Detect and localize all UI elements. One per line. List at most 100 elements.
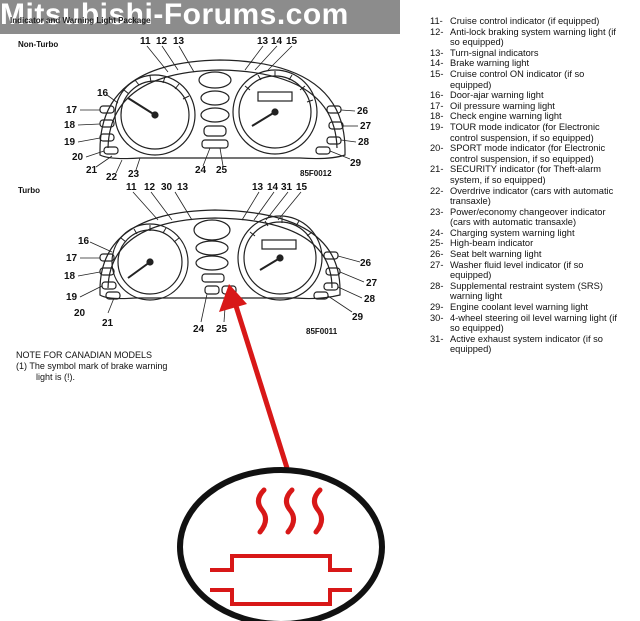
legend-number: 24-: [430, 227, 444, 238]
legend-item: 12- Anti-lock braking system warning ligh…: [430, 27, 625, 48]
callout-nt-25: 25: [216, 165, 228, 176]
legend-item: 18-Check engine warning light: [430, 111, 625, 122]
callout-nt-15: 15: [286, 36, 298, 47]
legend-text: Washer fluid level indicator (if so equi…: [450, 259, 584, 281]
legend-item: 24-Charging system warning light: [430, 228, 625, 239]
legend-text: High-beam indicator: [450, 238, 534, 249]
legend-number: 20-: [430, 143, 444, 154]
legend-number: 27-: [430, 259, 444, 270]
legend-number: 14-: [430, 58, 444, 69]
callout-nt-23: 23: [128, 169, 140, 180]
legend-number: 25-: [430, 238, 444, 249]
legend-number: 19-: [430, 121, 444, 132]
callout-t-29: 29: [352, 312, 364, 323]
callout-t-20: 20: [74, 308, 86, 319]
legend-number: 30-: [430, 312, 444, 323]
legend-item: 16- Door-ajar warning light: [430, 90, 625, 101]
callout-t-16: 16: [78, 236, 90, 247]
callout-t-21: 21: [102, 318, 114, 329]
callout-nt-16: 16: [97, 88, 109, 99]
section-title: Indicator and Warning Light Package: [10, 16, 151, 25]
turbo-cluster: [99, 209, 341, 301]
callout-t-30: 30: [161, 182, 173, 193]
legend-text: SPORT mode indicator (for Electronic con…: [450, 143, 606, 164]
non-turbo-label: Non-Turbo: [18, 40, 59, 49]
legend-text: SECURITY indicator (for Theft-alarm syst…: [450, 164, 602, 185]
legend-text: Check engine warning light: [450, 111, 562, 122]
callout-nt-13a: 13: [173, 36, 185, 47]
leader-lines: [77, 45, 365, 323]
legend-number: 16-: [430, 90, 444, 101]
legend-item: 11-Cruise control indicator (if equipped…: [430, 16, 625, 27]
callout-t-26: 26: [360, 258, 372, 269]
callout-nt-24: 24: [195, 165, 207, 176]
watermark-text: Mitsubishi-Forums.com: [0, 0, 349, 31]
callout-nt-17: 17: [66, 105, 78, 116]
turbo-callouts: 11 12 30 13 13 14 31 15 16 17 18 19 20 2…: [64, 182, 378, 336]
callout-t-13a: 13: [177, 182, 189, 193]
legend-item: 22-Overdrive indicator (cars with automa…: [430, 186, 625, 207]
note-line-2: light is (!).: [36, 372, 76, 382]
callout-nt-22: 22: [106, 172, 118, 183]
legend-item: 14-Brake warning light: [430, 58, 625, 69]
callout-t-12: 12: [144, 182, 156, 193]
legend-text: Supplemental restraint system (SRS) warn…: [450, 280, 603, 302]
callout-t-19: 19: [66, 292, 78, 303]
callout-nt-26: 26: [357, 106, 369, 117]
callout-nt-13b: 13: [257, 36, 269, 47]
active-exhaust-icon: [177, 467, 385, 621]
callout-t-27: 27: [366, 278, 378, 289]
callout-t-14: 14: [267, 182, 279, 193]
legend-number: 26-: [430, 249, 444, 260]
callout-nt-28: 28: [358, 137, 370, 148]
legend-item: 31-Active exhaust system indicator (if s…: [430, 334, 625, 355]
callout-t-15: 15: [296, 182, 308, 193]
callout-nt-11: 11: [140, 36, 151, 47]
note-line-1: (1) The symbol mark of brake warning: [16, 361, 168, 371]
legend-item: 26- Seat belt warning light: [430, 249, 625, 260]
legend-number: 31-: [430, 333, 444, 344]
legend-number: 29-: [430, 302, 444, 313]
legend-number: 28-: [430, 280, 444, 291]
legend-text: 4-wheel steering oil level warning light…: [450, 312, 617, 334]
legend-item: 27- Washer fluid level indicator (if so e…: [430, 260, 625, 281]
callout-t-17: 17: [66, 253, 78, 264]
legend-text: Turn-signal indicators: [450, 47, 539, 58]
legend-item: 21-SECURITY indicator (for Theft-alarm s…: [430, 164, 625, 185]
legend-item: 17- Oil pressure warning light: [430, 101, 625, 112]
callout-nt-12: 12: [156, 36, 168, 47]
note-title: NOTE FOR CANADIAN MODELS: [16, 350, 153, 360]
legend-item: 19- TOUR mode indicator (for Electronic c…: [430, 122, 625, 143]
callout-t-28: 28: [364, 294, 376, 305]
legend-text: TOUR mode indicator (for Electronic cont…: [450, 121, 600, 143]
legend-number: 12-: [430, 26, 444, 37]
legend-number: 17-: [430, 100, 444, 111]
turbo-code: 85F0011: [306, 327, 338, 336]
turbo-label: Turbo: [18, 186, 41, 195]
legend-item: 28- Supplemental restraint system (SRS) w…: [430, 281, 625, 302]
non-turbo-code: 85F0012: [300, 169, 332, 178]
legend-text: Cruise control indicator (if equipped): [450, 16, 600, 26]
legend-number: 23-: [430, 206, 444, 217]
legend-number: 13-: [430, 47, 444, 58]
callout-nt-29: 29: [350, 158, 362, 169]
legend-item: 23- Power/economy changeover indicator (c…: [430, 207, 625, 228]
callout-nt-21: 21: [86, 165, 98, 176]
legend-text: Engine coolant level warning light: [450, 302, 588, 313]
legend-text: Seat belt warning light: [450, 249, 542, 260]
legend-text: Anti-lock braking system warning light (…: [450, 26, 616, 48]
callout-t-24: 24: [193, 324, 205, 335]
canadian-note: NOTE FOR CANADIAN MODELS (1) The symbol …: [16, 350, 167, 383]
legend-number: 22-: [430, 185, 444, 196]
callout-t-31: 31: [281, 182, 293, 193]
legend-list: 11-Cruise control indicator (if equipped…: [430, 16, 625, 355]
legend-text: Power/economy changeover indicator (cars…: [450, 206, 606, 228]
legend-text: Oil pressure warning light: [450, 100, 555, 111]
non-turbo-callouts: 11 12 13 13 14 15 16 17 18 19 20 21 22 2…: [64, 36, 372, 183]
legend-text: Door-ajar warning light: [450, 90, 544, 101]
legend-item: 29- Engine coolant level warning light: [430, 302, 625, 313]
legend-item: 25- High-beam indicator: [430, 238, 625, 249]
legend-item: 13- Turn-signal indicators: [430, 48, 625, 59]
callout-nt-20: 20: [72, 152, 84, 163]
